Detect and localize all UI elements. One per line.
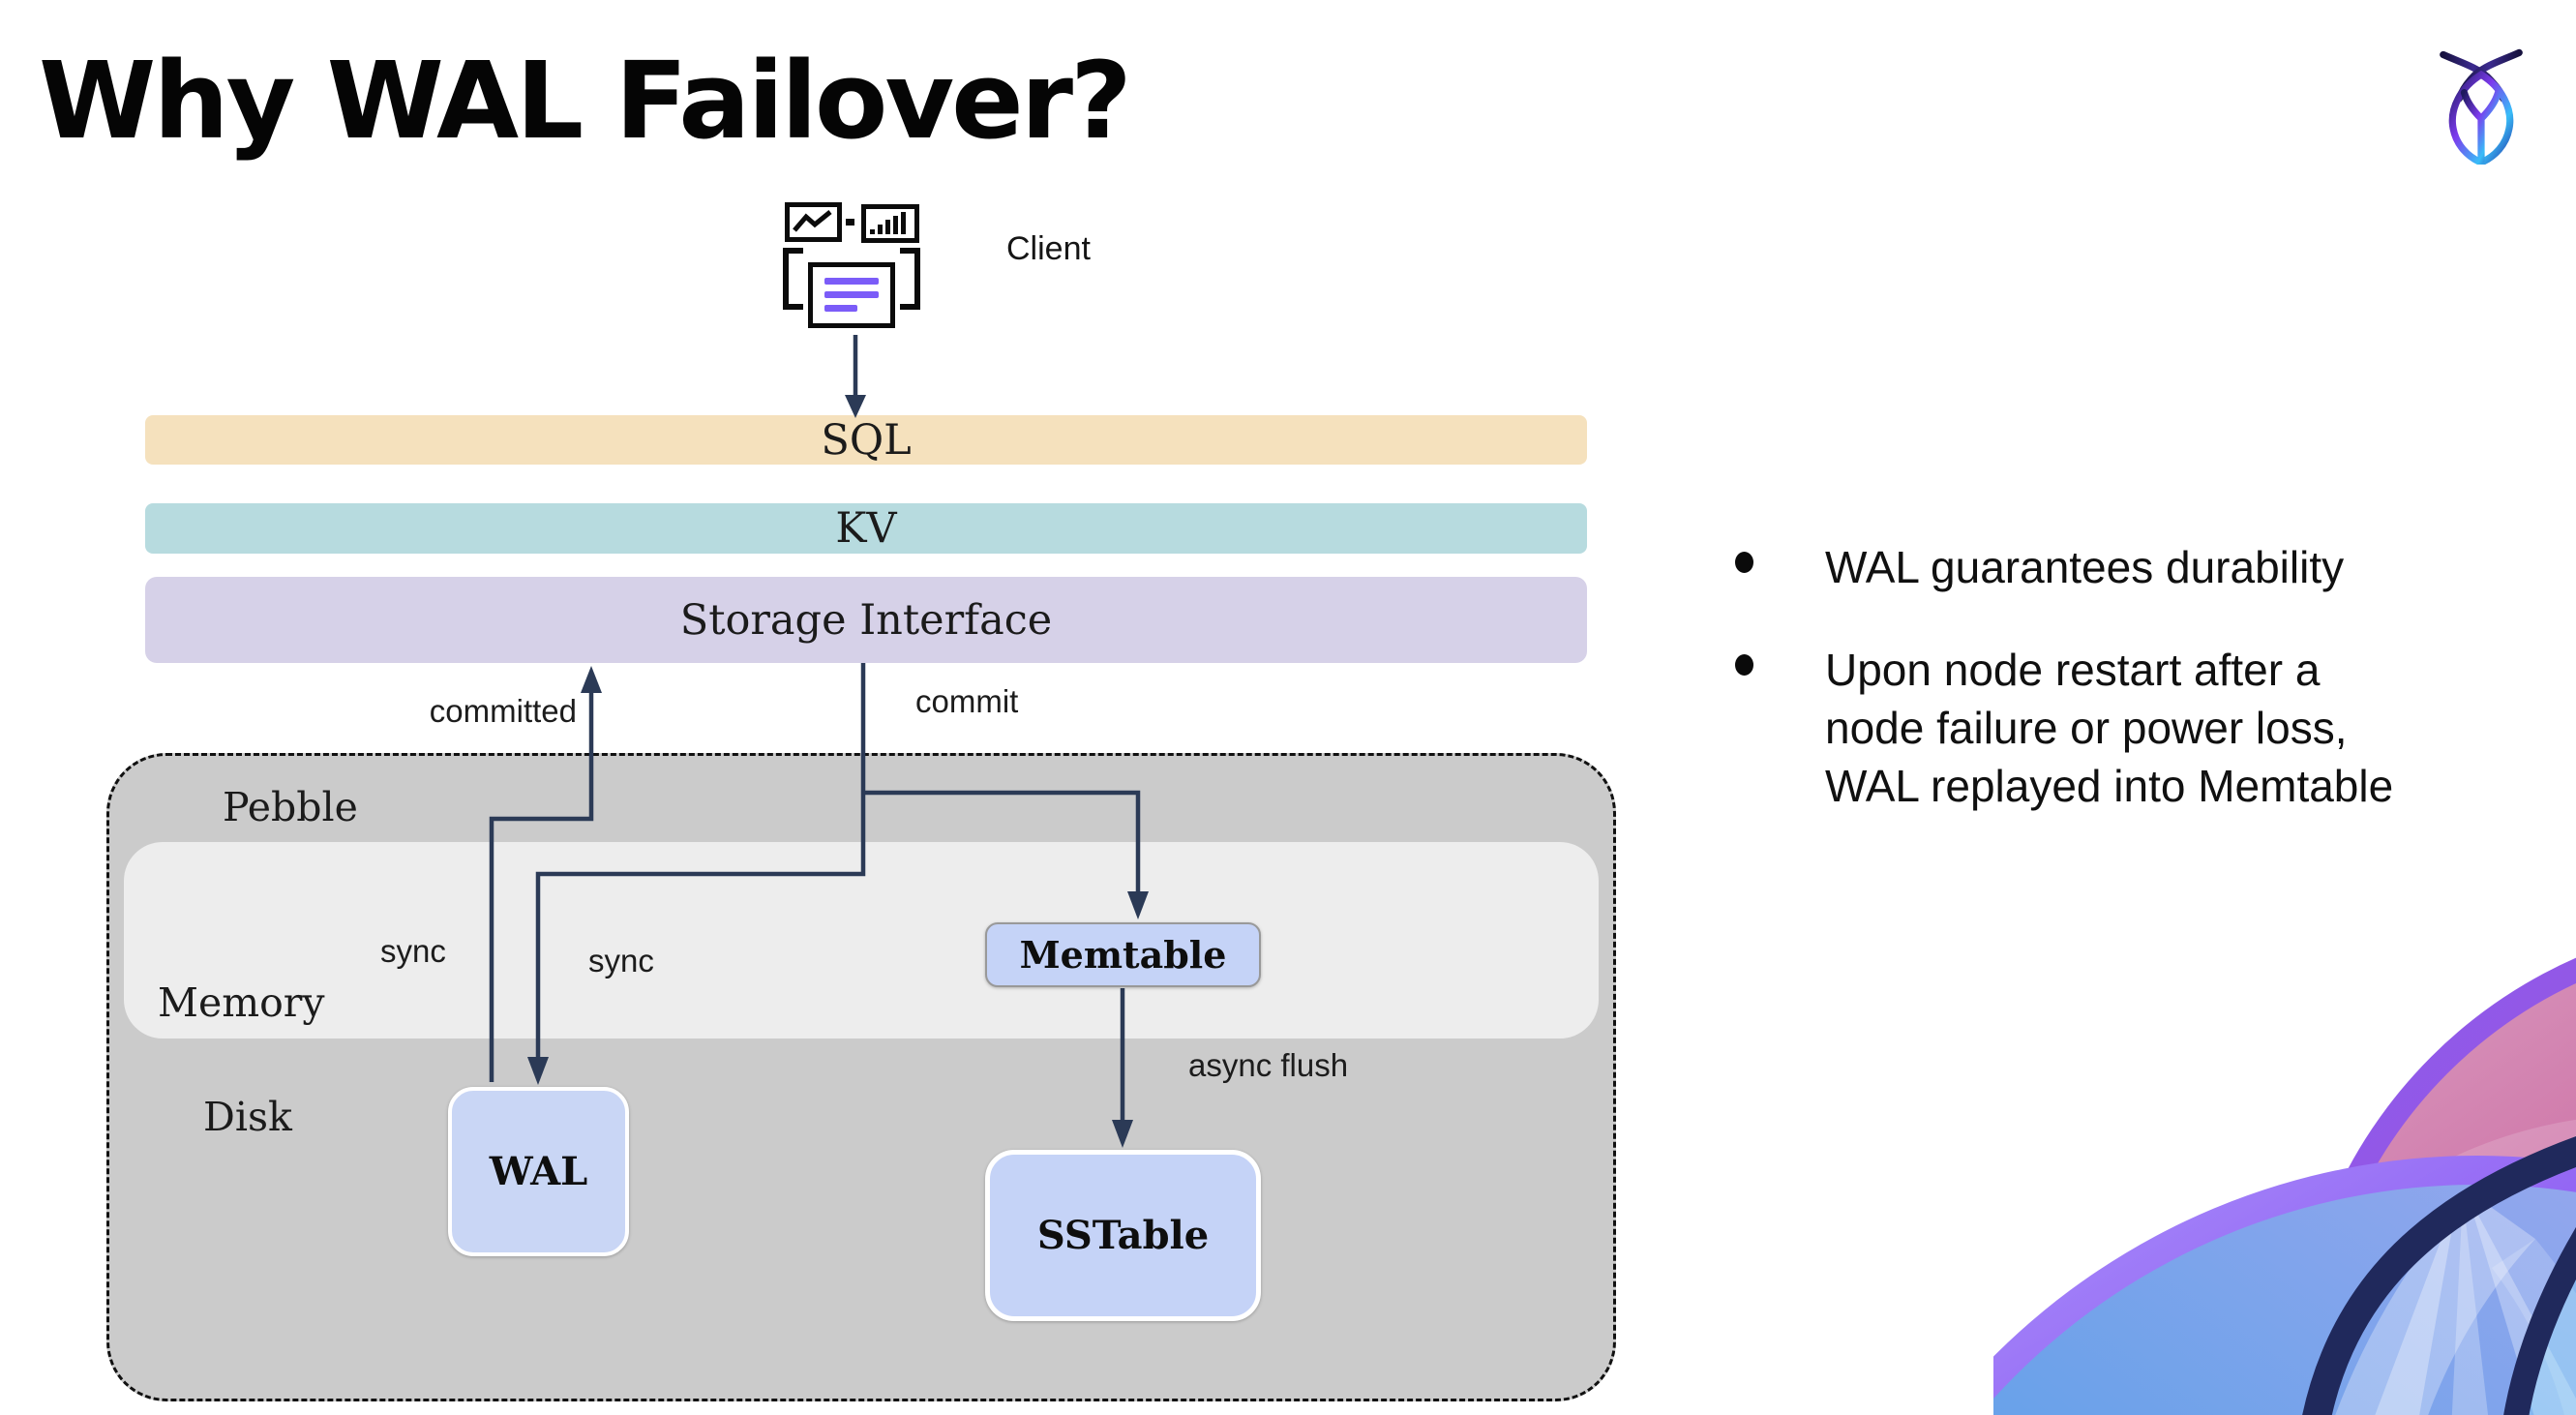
bar-chart-icon xyxy=(861,204,919,243)
disk-label: Disk xyxy=(203,1094,292,1140)
async-flush-label: async flush xyxy=(1188,1047,1349,1083)
layer-bar-storage-label: Storage Interface xyxy=(679,595,1053,645)
layer-bar-kv: KV xyxy=(145,503,1587,554)
layer-bar-sql: SQL xyxy=(145,415,1587,465)
sync-right-label: sync xyxy=(588,943,654,978)
wal-box: WAL xyxy=(448,1087,629,1256)
sql-document-icon xyxy=(808,262,895,328)
connector-dash xyxy=(846,219,854,226)
wal-label: WAL xyxy=(489,1149,588,1194)
bullet-2-line-2: node failure or power loss, xyxy=(1825,703,2348,753)
sstable-box: SSTable xyxy=(985,1150,1261,1321)
layer-bar-storage-interface: Storage Interface xyxy=(145,577,1587,663)
line-chart-icon xyxy=(785,202,842,242)
sstable-label: SSTable xyxy=(1036,1213,1210,1258)
memtable-box: Memtable xyxy=(985,922,1261,987)
bullet-2-line-1: Upon node restart after a xyxy=(1825,645,2321,695)
layer-bar-sql-label: SQL xyxy=(821,415,912,465)
memory-region xyxy=(124,842,1599,1039)
memtable-label: Memtable xyxy=(1019,933,1227,977)
commit-label: commit xyxy=(915,683,1019,719)
list-item: Upon node restart after a node failure o… xyxy=(1722,641,2574,815)
client-label: Client xyxy=(1006,230,1091,267)
pebble-label: Pebble xyxy=(223,784,358,830)
bullet-1-line-1: WAL guarantees durability xyxy=(1825,542,2345,592)
memory-label: Memory xyxy=(158,979,325,1026)
brand-decoration-graphic xyxy=(1993,957,2576,1415)
bullet-list: WAL guarantees durability Upon node rest… xyxy=(1722,538,2574,859)
bracket-frame-icon xyxy=(783,248,920,310)
bullet-2-line-3: WAL replayed into Memtable xyxy=(1825,761,2394,811)
list-item: WAL guarantees durability xyxy=(1722,538,2574,596)
cockroachdb-logo-icon xyxy=(2440,48,2523,165)
bullet-icon xyxy=(1735,552,1753,573)
committed-label: committed xyxy=(429,693,577,729)
bullet-icon xyxy=(1735,654,1753,676)
page-title: Why WAL Failover? xyxy=(39,39,1132,163)
layer-bar-kv-label: KV xyxy=(835,504,897,553)
sync-left-label: sync xyxy=(380,933,446,969)
